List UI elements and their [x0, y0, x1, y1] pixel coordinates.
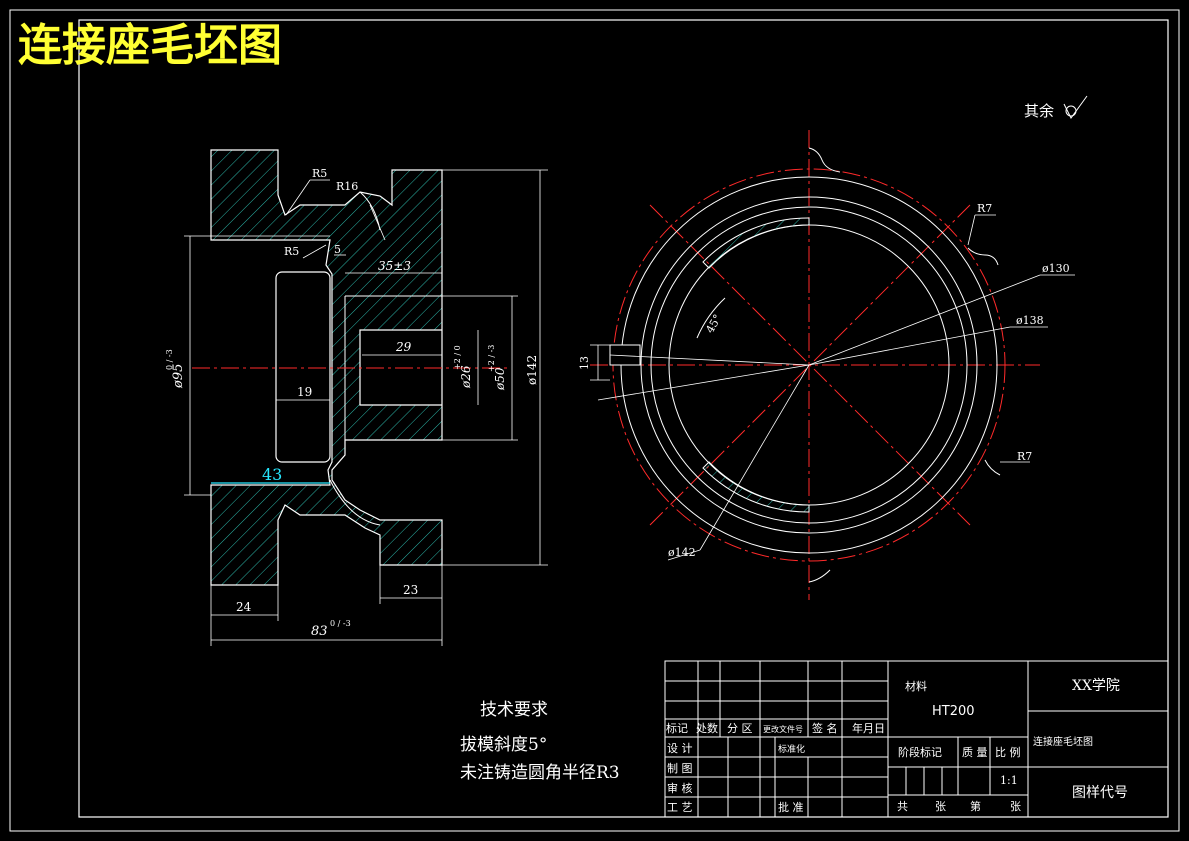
dim-r7-bottom: R7 [1017, 450, 1032, 463]
tb-standardize: 标准化 [778, 743, 805, 755]
dim-angle: 45° [703, 312, 724, 335]
tb-row-label-6: 年月日 [852, 721, 885, 735]
tb-ratio-value: 1:1 [1000, 774, 1018, 787]
tb-process: 工 艺 [667, 801, 693, 814]
outer-frame [9, 9, 1180, 832]
tb-row-label-5: 签 名 [812, 721, 838, 735]
dim-d138: ø138 [1016, 314, 1044, 327]
dim-r5-top: R5 [312, 167, 327, 180]
tb-sheet-no: 第 [970, 799, 981, 813]
tb-sheet-unit: 张 [1010, 800, 1021, 813]
title-block [664, 660, 1169, 818]
tb-ratio: 比 例 [995, 745, 1021, 759]
dim-26-tol: +2 / 0 [453, 345, 462, 370]
dim-83-tol: 0 / -3 [330, 619, 351, 628]
tb-row-label-2: 处数 [696, 722, 718, 735]
tb-row-label-3: 分 区 [727, 722, 753, 735]
dim-24: 24 [236, 600, 252, 614]
dim-142: ø142 [525, 355, 539, 385]
slot-upper [702, 217, 810, 269]
surface-finish-icon [1063, 95, 1088, 119]
tb-material-label: 材料 [905, 679, 927, 693]
dim-50-tol: +2 / -3 [487, 345, 496, 372]
dim-19: 19 [297, 385, 312, 399]
tb-drawing-code: 图样代号 [1072, 785, 1128, 801]
dim-5: 5 [334, 243, 341, 256]
dim-23: 23 [403, 583, 418, 597]
plan-view: R7 R7 ø130 ø138 ø142 45° 13 [578, 130, 1075, 600]
tb-stage-mark: 阶段标记 [898, 745, 942, 759]
dim-95-tol: 0 / -3 [165, 349, 174, 370]
dim-r7-top: R7 [977, 202, 992, 215]
drawing-title: 连接座毛坯图 [18, 20, 282, 71]
dim-83: 83 [311, 624, 328, 639]
tb-row-label-4: 更改文件号 [763, 724, 803, 734]
section-view: R5 R16 R5 5 35±3 29 19 43 24 23 83 0 / -… [165, 149, 548, 646]
inner-bore [275, 271, 331, 463]
surface-note: 其余 [1024, 102, 1054, 120]
dim-d130: ø130 [1042, 262, 1070, 275]
dim-50: ø50 [493, 367, 507, 391]
dim-r16: R16 [336, 180, 358, 193]
tb-design: 设 计 [667, 742, 693, 755]
inner-frame [78, 19, 1169, 818]
dim-26: ø26 [459, 365, 473, 389]
tb-part-name: 连接座毛坯图 [1033, 735, 1093, 748]
dim-35: 35±3 [378, 259, 411, 273]
tech-req-heading: 技术要求 [480, 700, 548, 720]
tb-total: 共 [897, 800, 908, 813]
slot-lower [702, 461, 810, 513]
dim-29: 29 [395, 340, 412, 354]
tech-req-line1: 拔模斜度5° [460, 735, 547, 755]
tech-req-line2: 未注铸造圆角半径R3 [460, 763, 620, 783]
tb-approve: 批 准 [778, 800, 804, 814]
dim-95: ø95 [171, 364, 186, 389]
dim-r5-mid: R5 [284, 245, 299, 258]
tb-drawn: 制 图 [667, 762, 693, 775]
tb-weight: 质 量 [962, 746, 988, 759]
tb-sheets: 张 [935, 800, 946, 813]
tb-row-label-1: 标记 [666, 721, 688, 735]
dim-13: 13 [578, 356, 591, 370]
dim-d142: ø142 [668, 546, 696, 559]
tb-review: 审 核 [667, 781, 693, 795]
dim-43: 43 [262, 465, 282, 484]
section-hatch [210, 149, 443, 586]
tb-material-value: HT200 [932, 704, 975, 719]
tb-school: XX学院 [1072, 678, 1120, 694]
